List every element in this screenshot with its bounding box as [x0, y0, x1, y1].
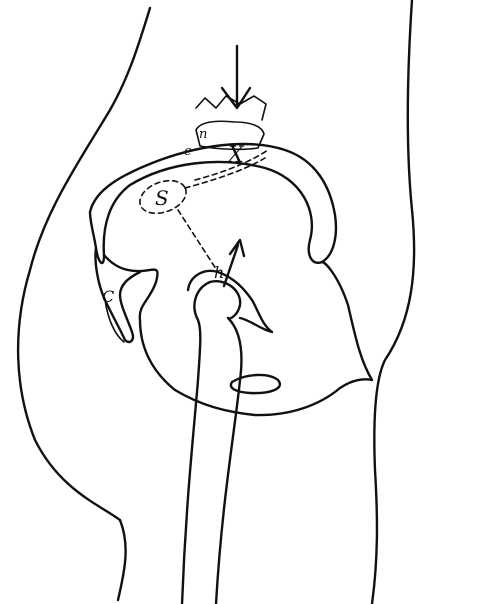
down-arrow-icon	[222, 46, 250, 108]
label-h: h	[214, 263, 224, 282]
label-n: n	[199, 127, 207, 142]
body-outline-right	[372, 0, 414, 604]
label-e: e	[184, 144, 192, 159]
acetabulum	[188, 271, 272, 332]
femur	[182, 282, 242, 604]
iliac-crest	[90, 144, 336, 263]
label-x: X	[226, 143, 245, 168]
body-outline-left	[18, 8, 150, 600]
femoral-head	[210, 281, 240, 318]
up-arrow-icon	[224, 240, 244, 286]
label-s: S	[155, 186, 169, 210]
label-c: C	[102, 287, 114, 306]
dashed-line-s-to-hip	[178, 210, 218, 272]
